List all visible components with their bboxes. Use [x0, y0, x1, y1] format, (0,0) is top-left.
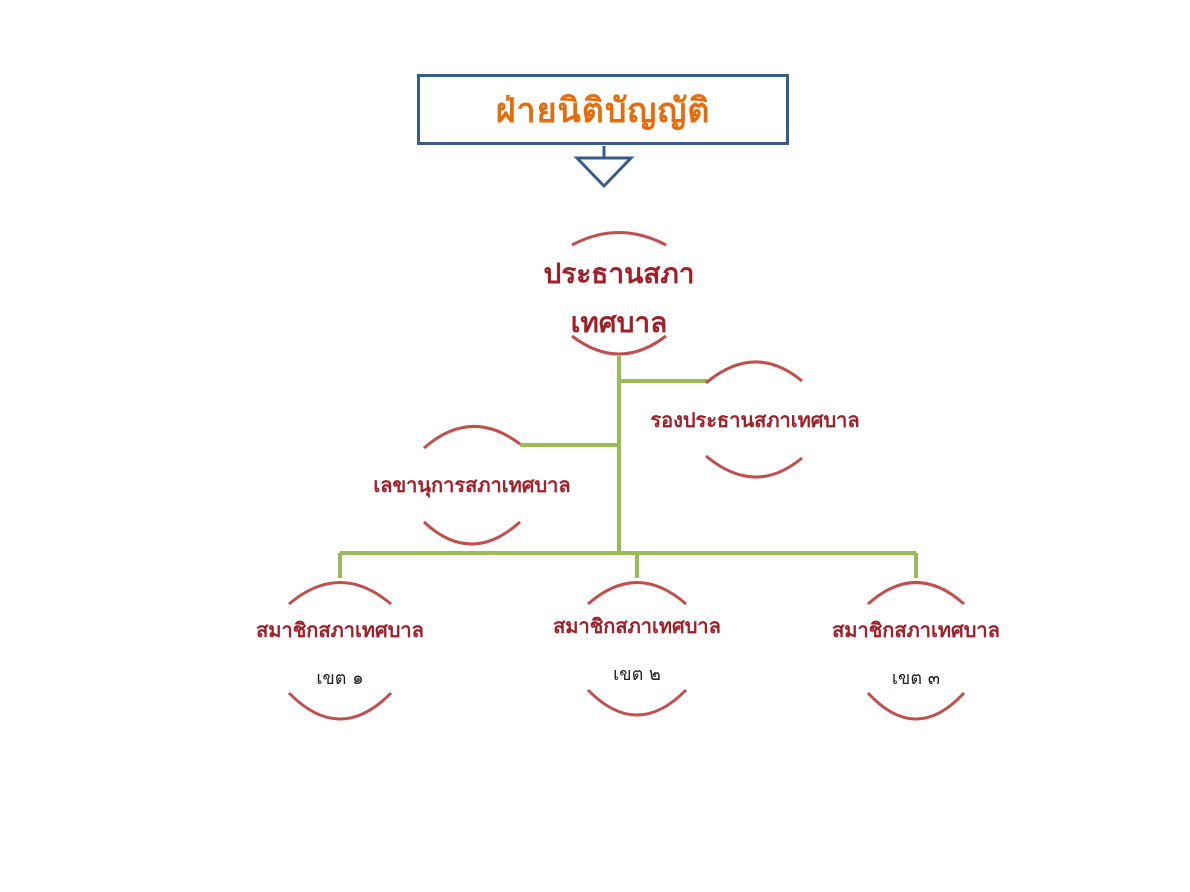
member-2-zone: เขต ๒ — [613, 664, 661, 685]
president-arc-top — [571, 231, 667, 247]
member-2-arc-bottom — [586, 688, 688, 717]
title-box: ฝ่ายนิติบัญญัติ — [417, 74, 789, 145]
member-1-zone: เขต ๑ — [316, 668, 364, 689]
vice-arc-top — [705, 360, 803, 385]
connector-lines — [338, 356, 918, 578]
vice-president-label: รองประธานสภาเทศบาล — [650, 408, 860, 432]
node-arcs — [287, 231, 966, 721]
secretary-arc-bottom — [422, 520, 522, 546]
president-label-line2: เทศบาล — [570, 306, 668, 339]
member-3-arc-bottom — [866, 691, 966, 721]
member-3-label: สมาชิกสภาเทศบาล — [832, 618, 1000, 642]
member-1-label: สมาชิกสภาเทศบาล — [256, 618, 424, 642]
member-2-label: สมาชิกสภาเทศบาล — [553, 614, 721, 638]
member-1-arc-top — [288, 581, 392, 606]
member-1-arc-bottom — [287, 691, 393, 721]
president-label-line1: ประธานสภา — [543, 257, 695, 290]
member-2-arc-top — [587, 581, 687, 606]
page-title: ฝ่ายนิติบัญญัติ — [495, 90, 711, 131]
secretary-label: เลขานุการสภาเทศบาล — [373, 473, 571, 497]
secretary-arc-top — [423, 424, 521, 450]
member-3-arc-top — [866, 581, 966, 606]
member-3-zone: เขต ๓ — [891, 668, 941, 689]
president-arc-bottom — [571, 334, 667, 356]
vice-arc-bottom — [705, 454, 803, 479]
down-arrow-icon — [573, 146, 635, 189]
